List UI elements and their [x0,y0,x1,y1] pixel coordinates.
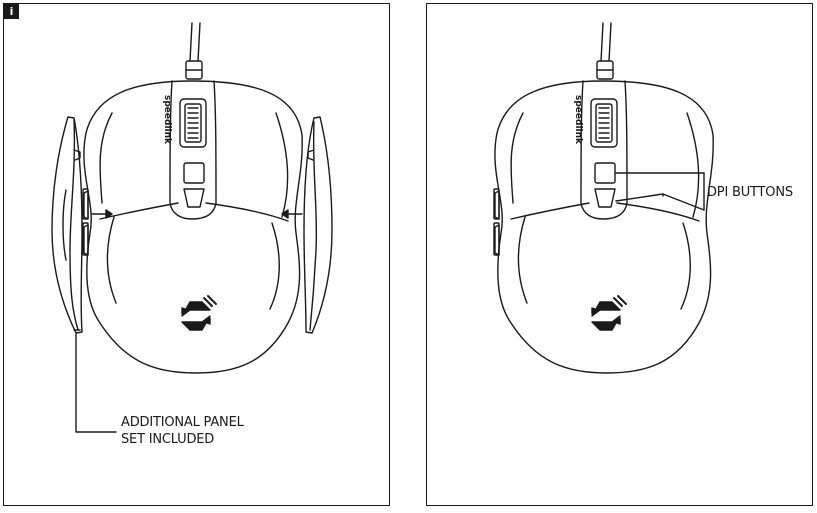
dpi-callout-lines [615,172,705,211]
side-panel-left [51,116,83,334]
right-figure-panel [426,3,813,506]
brand-text-right: speedlink [573,95,583,145]
callout-line-1: ADDITIONAL PANEL [121,415,244,430]
brand-text-left: speedlink [162,95,172,145]
panel-callout-line [75,333,117,433]
info-badge: i [4,4,19,19]
dpi-buttons-callout: DPI BUTTONS [707,185,793,200]
logo-right-icon [591,295,627,331]
logo-left-icon [181,295,217,331]
additional-panel-callout: ADDITIONAL PANEL SET INCLUDED [121,414,244,448]
mouse-left [82,22,303,374]
mouse-right [493,22,714,374]
left-figure-panel: i [3,3,390,506]
callout-line-2: SET INCLUDED [121,432,215,447]
side-panel-right [303,116,333,334]
